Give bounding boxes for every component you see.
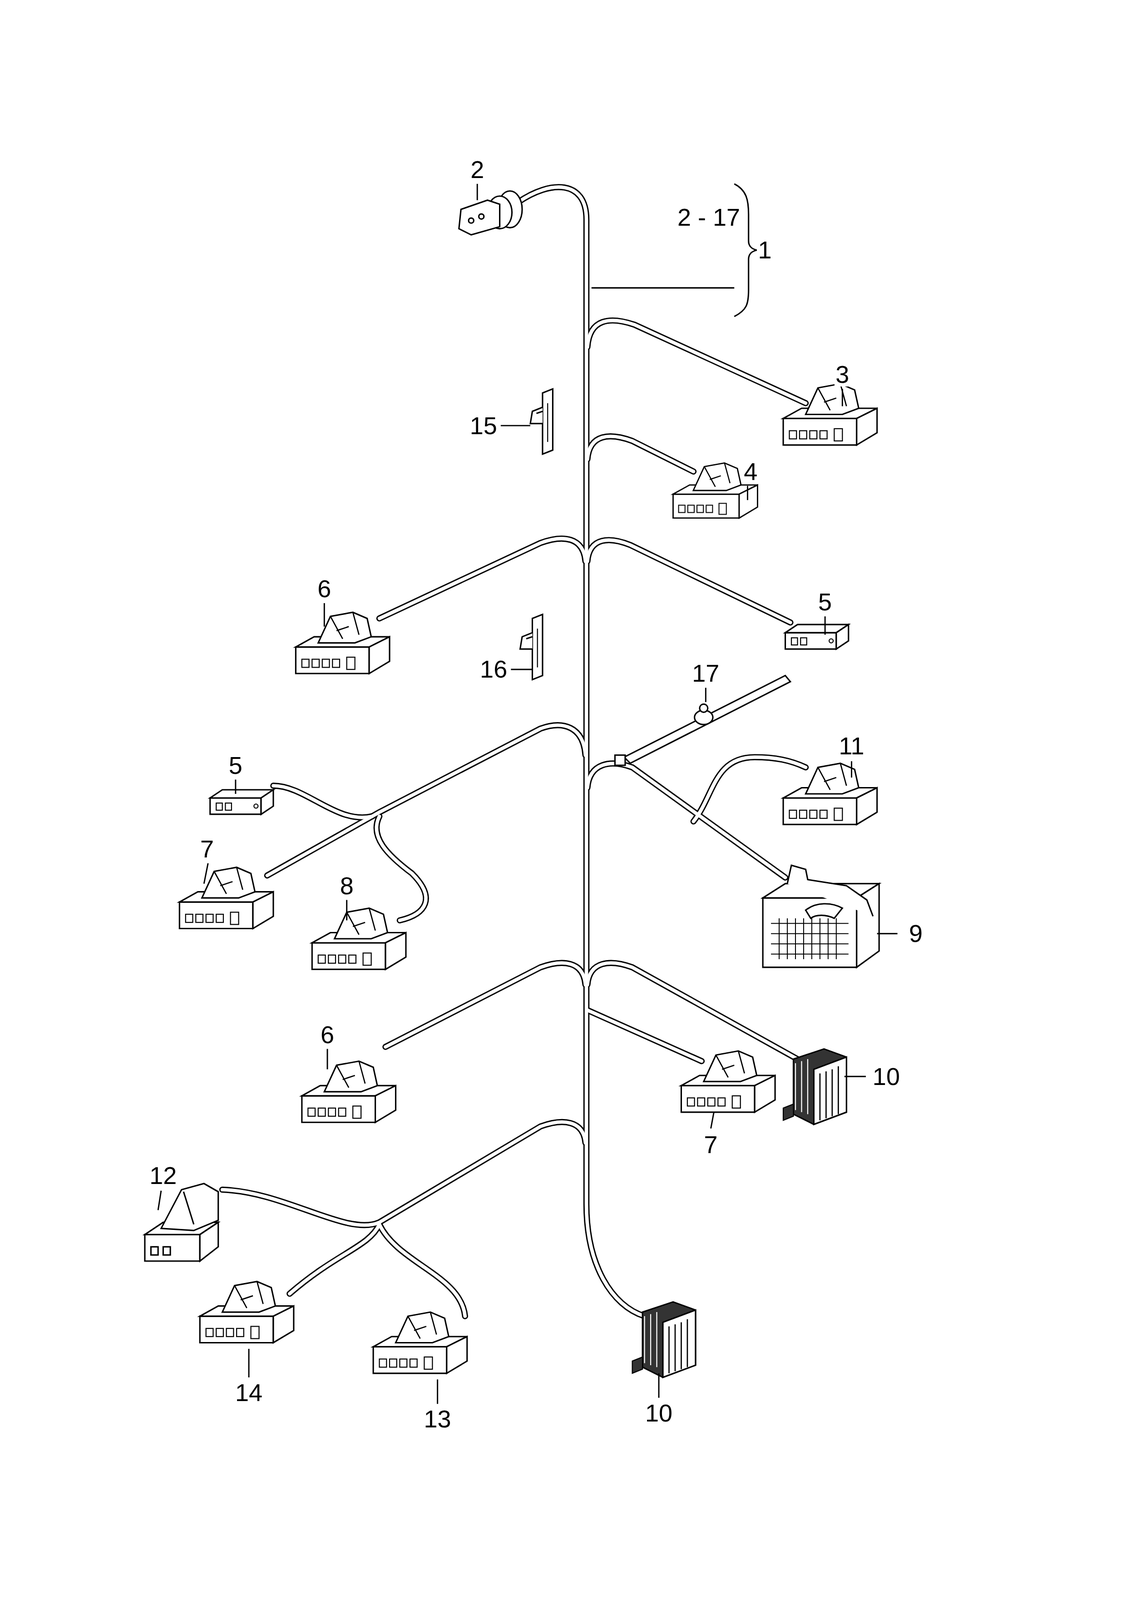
leader-lines bbox=[158, 183, 898, 1404]
callout-number: 6 bbox=[316, 576, 332, 601]
callout-number: 16 bbox=[479, 656, 509, 682]
callout-number: 4 bbox=[742, 459, 759, 484]
callout-number: 5 bbox=[227, 752, 244, 778]
callout-number: 1 bbox=[757, 237, 773, 262]
callout-number: 2 - 17 bbox=[676, 204, 741, 230]
callout-number: 10 bbox=[644, 1400, 674, 1425]
callout-number: 7 bbox=[199, 836, 215, 861]
callout-number: 17 bbox=[691, 660, 721, 686]
connectors bbox=[179, 383, 877, 1378]
round-connector bbox=[459, 191, 523, 236]
callout-number: 8 bbox=[339, 873, 355, 898]
callout-number: 7 bbox=[703, 1131, 719, 1157]
callout-number: 15 bbox=[469, 413, 499, 438]
callout-number: 10 bbox=[871, 1063, 901, 1089]
callout-number: 5 bbox=[817, 589, 833, 614]
connector-12 bbox=[144, 1183, 219, 1261]
wire-harness bbox=[222, 187, 806, 1316]
cable-tie bbox=[614, 675, 791, 766]
connector-9 bbox=[762, 864, 880, 968]
callout-number: 11 bbox=[838, 733, 866, 758]
callout-number: 9 bbox=[908, 920, 924, 946]
callout-number: 3 bbox=[834, 361, 850, 387]
callout-number: 12 bbox=[148, 1162, 178, 1188]
callout-number: 2 bbox=[469, 157, 485, 182]
callout-number: 14 bbox=[234, 1379, 264, 1405]
callout-number: 6 bbox=[319, 1022, 336, 1047]
group-bracket bbox=[591, 183, 757, 317]
callout-number: 13 bbox=[423, 1406, 453, 1431]
